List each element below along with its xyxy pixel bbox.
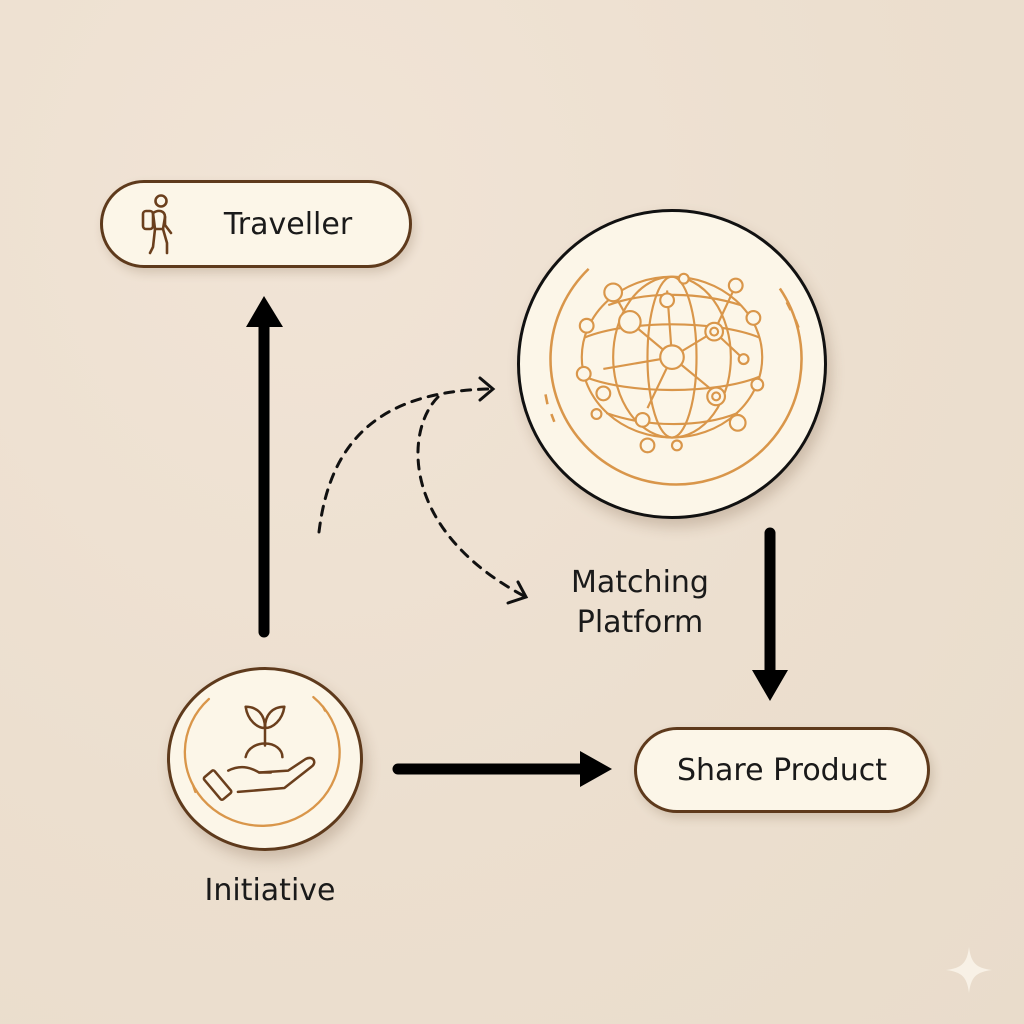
arrow-platform-to-share-product — [752, 527, 788, 701]
dashed-arrow-to-platform — [317, 376, 496, 534]
platform-label-line1: Matching — [571, 565, 709, 600]
initiative-node[interactable] — [167, 667, 363, 851]
matching-platform-label: Matching Platform — [540, 563, 740, 643]
arrow-initiative-to-share-product — [392, 751, 612, 787]
arrow-initiative-to-traveller — [246, 296, 283, 638]
dashed-arrow-to-platform-label — [416, 395, 529, 605]
share-product-label: Share Product — [676, 752, 887, 788]
sparkle-icon — [946, 947, 992, 993]
traveller-label: Traveller — [223, 206, 353, 242]
platform-label-line2: Platform — [576, 605, 704, 640]
traveller-node[interactable]: Traveller — [100, 180, 412, 268]
matching-platform-node[interactable] — [517, 209, 827, 519]
hand-sprout-icon — [183, 695, 341, 827]
hiker-icon — [141, 194, 173, 255]
network-globe-icon — [544, 267, 803, 486]
initiative-label: Initiative — [204, 873, 336, 908]
share-product-node[interactable]: Share Product — [634, 727, 930, 813]
